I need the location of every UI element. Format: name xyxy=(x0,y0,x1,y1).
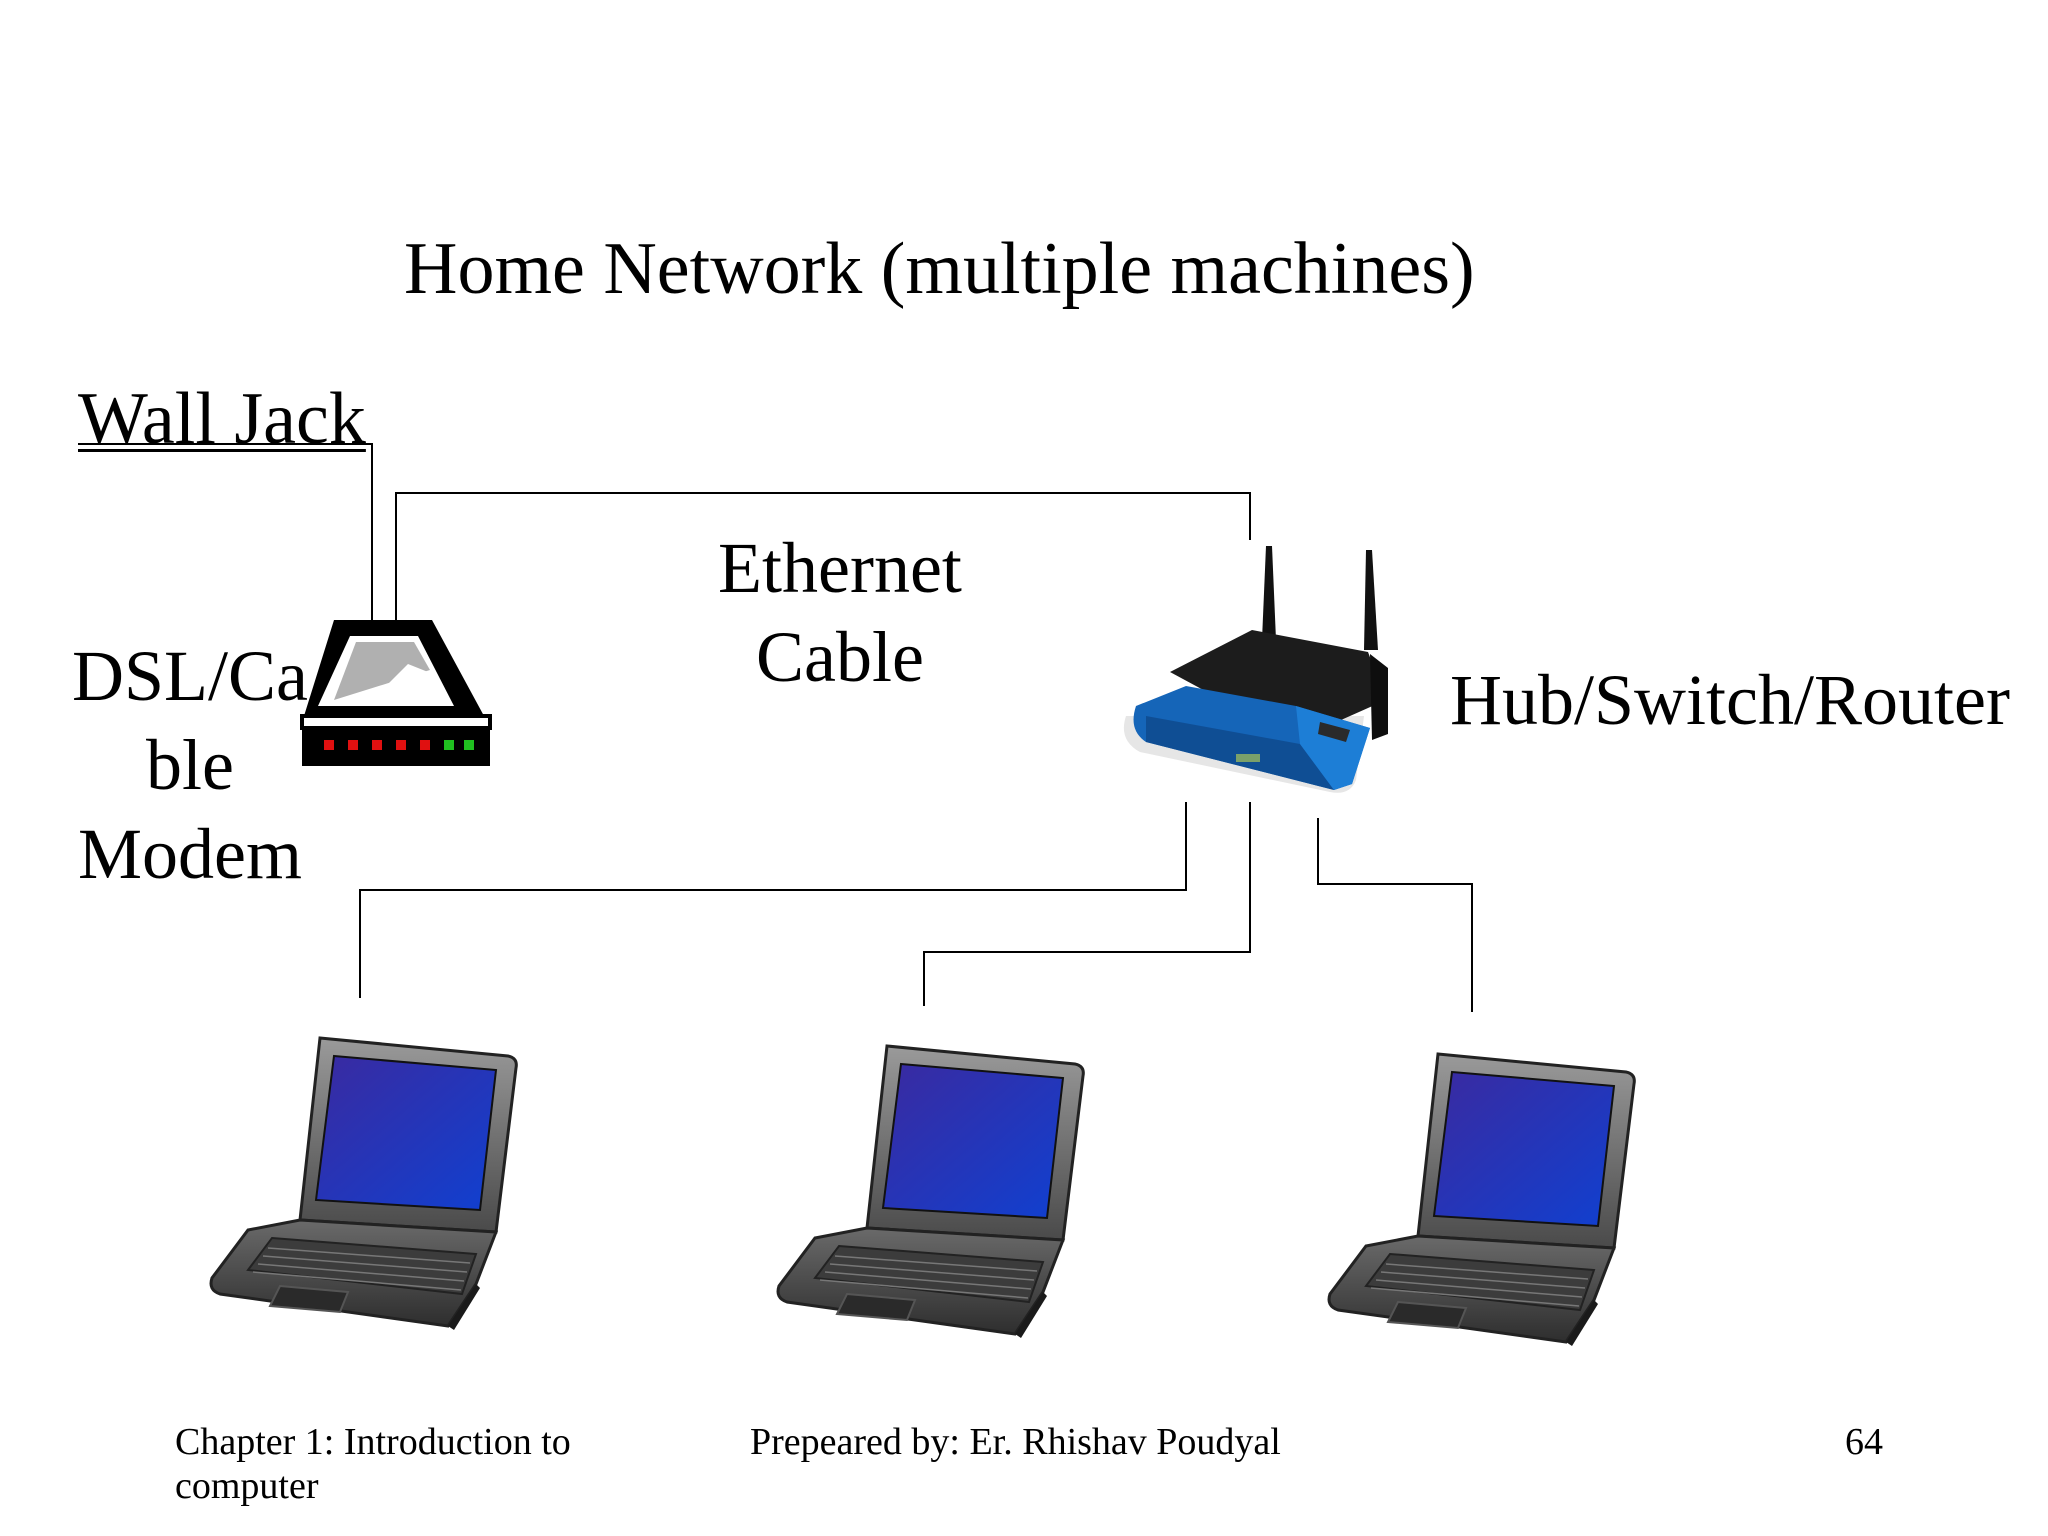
laptop-icon xyxy=(776,1044,1085,1340)
modem-icon xyxy=(300,620,492,766)
wall-jack-label: Wall Jack xyxy=(78,378,366,460)
footer-chapter: Chapter 1: Introduction to computer xyxy=(175,1421,571,1507)
ethernet-label-line1: Ethernet xyxy=(718,528,962,608)
ethernet-label-line2: Cable xyxy=(756,617,924,697)
footer-author: Prepeared by: Er. Rhishav Poudyal xyxy=(750,1421,1281,1463)
page-number: 64 xyxy=(1845,1421,1883,1463)
router-label: Hub/Switch/Router xyxy=(1450,660,2010,740)
laptop-icon xyxy=(1327,1052,1636,1348)
wall-jack-line xyxy=(78,443,373,620)
laptop2-line xyxy=(923,802,1251,1006)
modem-label-line1: DSL/Ca xyxy=(71,636,308,716)
ethernet-cable-line xyxy=(395,492,1251,620)
slide-title: Home Network (multiple machines) xyxy=(404,228,1475,310)
modem-label-line2: ble xyxy=(146,725,234,805)
connection-lines xyxy=(78,443,1473,1012)
laptop-icon xyxy=(209,1036,518,1332)
modem-label: DSL/Ca ble Modem xyxy=(62,632,318,899)
laptop3-line xyxy=(1317,818,1473,1012)
ethernet-cable-label: Ethernet Cable xyxy=(700,524,980,702)
laptop1-line xyxy=(359,802,1187,998)
modem-label-line3: Modem xyxy=(78,814,302,894)
router-icon xyxy=(1123,546,1388,793)
